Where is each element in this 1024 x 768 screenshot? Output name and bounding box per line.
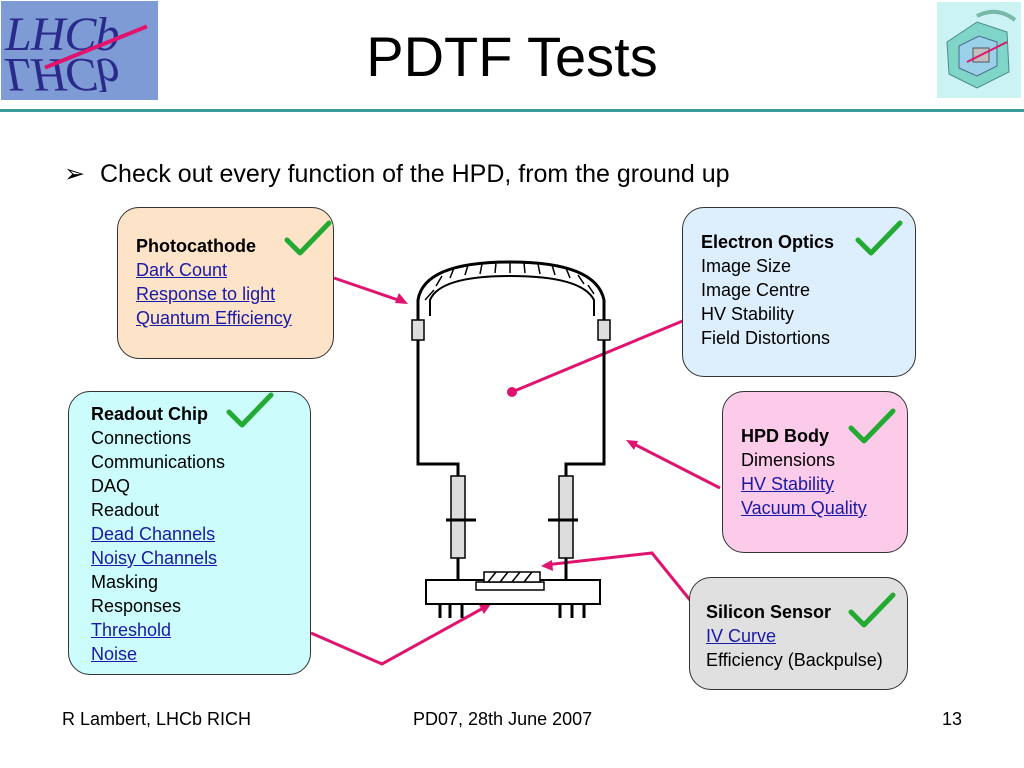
electron-optics-box: Electron Optics Image Size Image Centre … [682, 207, 916, 377]
base-pins [438, 604, 586, 618]
link-hv-stability[interactable]: HV Stability [741, 474, 835, 494]
footer-author: R Lambert, LHCb RICH [62, 709, 252, 729]
link-dead-channels[interactable]: Dead Channels [91, 524, 216, 544]
lhcb-logo-text: LHCb [5, 8, 119, 61]
bullet-point: ➢ Check out every function of the HPD, fr… [64, 158, 730, 190]
box-heading: Photocathode [136, 236, 256, 256]
silicon-sensor-chip [475, 581, 545, 591]
item-masking: Masking [91, 572, 159, 592]
item-hv-stability: HV Stability [701, 304, 795, 324]
checkmark-icon [848, 408, 896, 444]
upper-ring-right [597, 319, 611, 341]
bullet-text: Check out every function of the HPD, fro… [100, 160, 730, 188]
arrowhead-hpd-body [626, 440, 638, 450]
silicon-sensor-box: Silicon Sensor IV Curve Efficiency (Back… [689, 577, 908, 690]
checkmark-icon [226, 392, 274, 428]
item-field-distortions: Field Distortions [701, 328, 831, 348]
photocathode-box: Photocathode Dark Count Response to ligh… [117, 207, 334, 359]
connector-hpd-body [629, 440, 721, 490]
connector-readout-chip [310, 604, 488, 666]
connector-silicon-sensor [544, 551, 692, 601]
footer-page-number: 13 [942, 709, 963, 729]
item-connections: Connections [91, 428, 192, 448]
checkmark-icon [855, 220, 903, 256]
item-responses: Responses [91, 596, 182, 616]
item-dimensions: Dimensions [741, 450, 836, 470]
box-heading: Silicon Sensor [706, 602, 832, 622]
box-heading: HPD Body [741, 426, 830, 446]
link-noise[interactable]: Noise [91, 644, 138, 664]
rich-detector-logo [937, 2, 1021, 98]
readout-chip-box: Readout Chip Connections Communications … [68, 391, 311, 675]
hpd-body-box: HPD Body Dimensions HV Stability Vacuum … [722, 391, 908, 553]
box-heading: Electron Optics [701, 232, 835, 252]
link-noisy-channels[interactable]: Noisy Channels [91, 548, 218, 568]
arrowhead-silicon-sensor [541, 560, 553, 571]
link-threshold[interactable]: Threshold [91, 620, 172, 640]
upper-ring-left [411, 319, 425, 341]
connector-photocathode [333, 276, 405, 304]
item-communications: Communications [91, 452, 226, 472]
arrowhead-photocathode [395, 293, 408, 304]
insulator-right [558, 475, 574, 559]
link-quantum-efficiency[interactable]: Quantum Efficiency [136, 308, 292, 328]
title-divider [0, 109, 1024, 112]
checkmark-icon [848, 592, 896, 628]
item-readout: Readout [91, 500, 160, 520]
link-response-to-light[interactable]: Response to light [136, 284, 276, 304]
link-iv-curve[interactable]: IV Curve [706, 626, 777, 646]
checkmark-icon [284, 220, 332, 256]
box-heading: Readout Chip [91, 404, 208, 424]
electron-optics-dot [507, 387, 517, 397]
arrowhead-readout-chip [479, 604, 491, 614]
item-efficiency-backpulse: Efficiency (Backpulse) [706, 650, 883, 670]
insulator-left [450, 475, 466, 559]
item-daq: DAQ [91, 476, 131, 496]
photocathode-window [416, 260, 606, 322]
hpd-body-walls [416, 322, 606, 580]
connector-electron-optics [511, 318, 686, 394]
footer-event: PD07, 28th June 2007 [413, 709, 593, 729]
item-image-size: Image Size [701, 256, 792, 276]
link-vacuum-quality[interactable]: Vacuum Quality [741, 498, 867, 518]
page-title: PDTF Tests [366, 25, 658, 88]
item-image-centre: Image Centre [701, 280, 811, 300]
link-dark-count[interactable]: Dark Count [136, 260, 228, 280]
bullet-arrow-icon: ➢ [64, 160, 85, 188]
lhcb-logo: LHCb LHCb [1, 1, 158, 100]
